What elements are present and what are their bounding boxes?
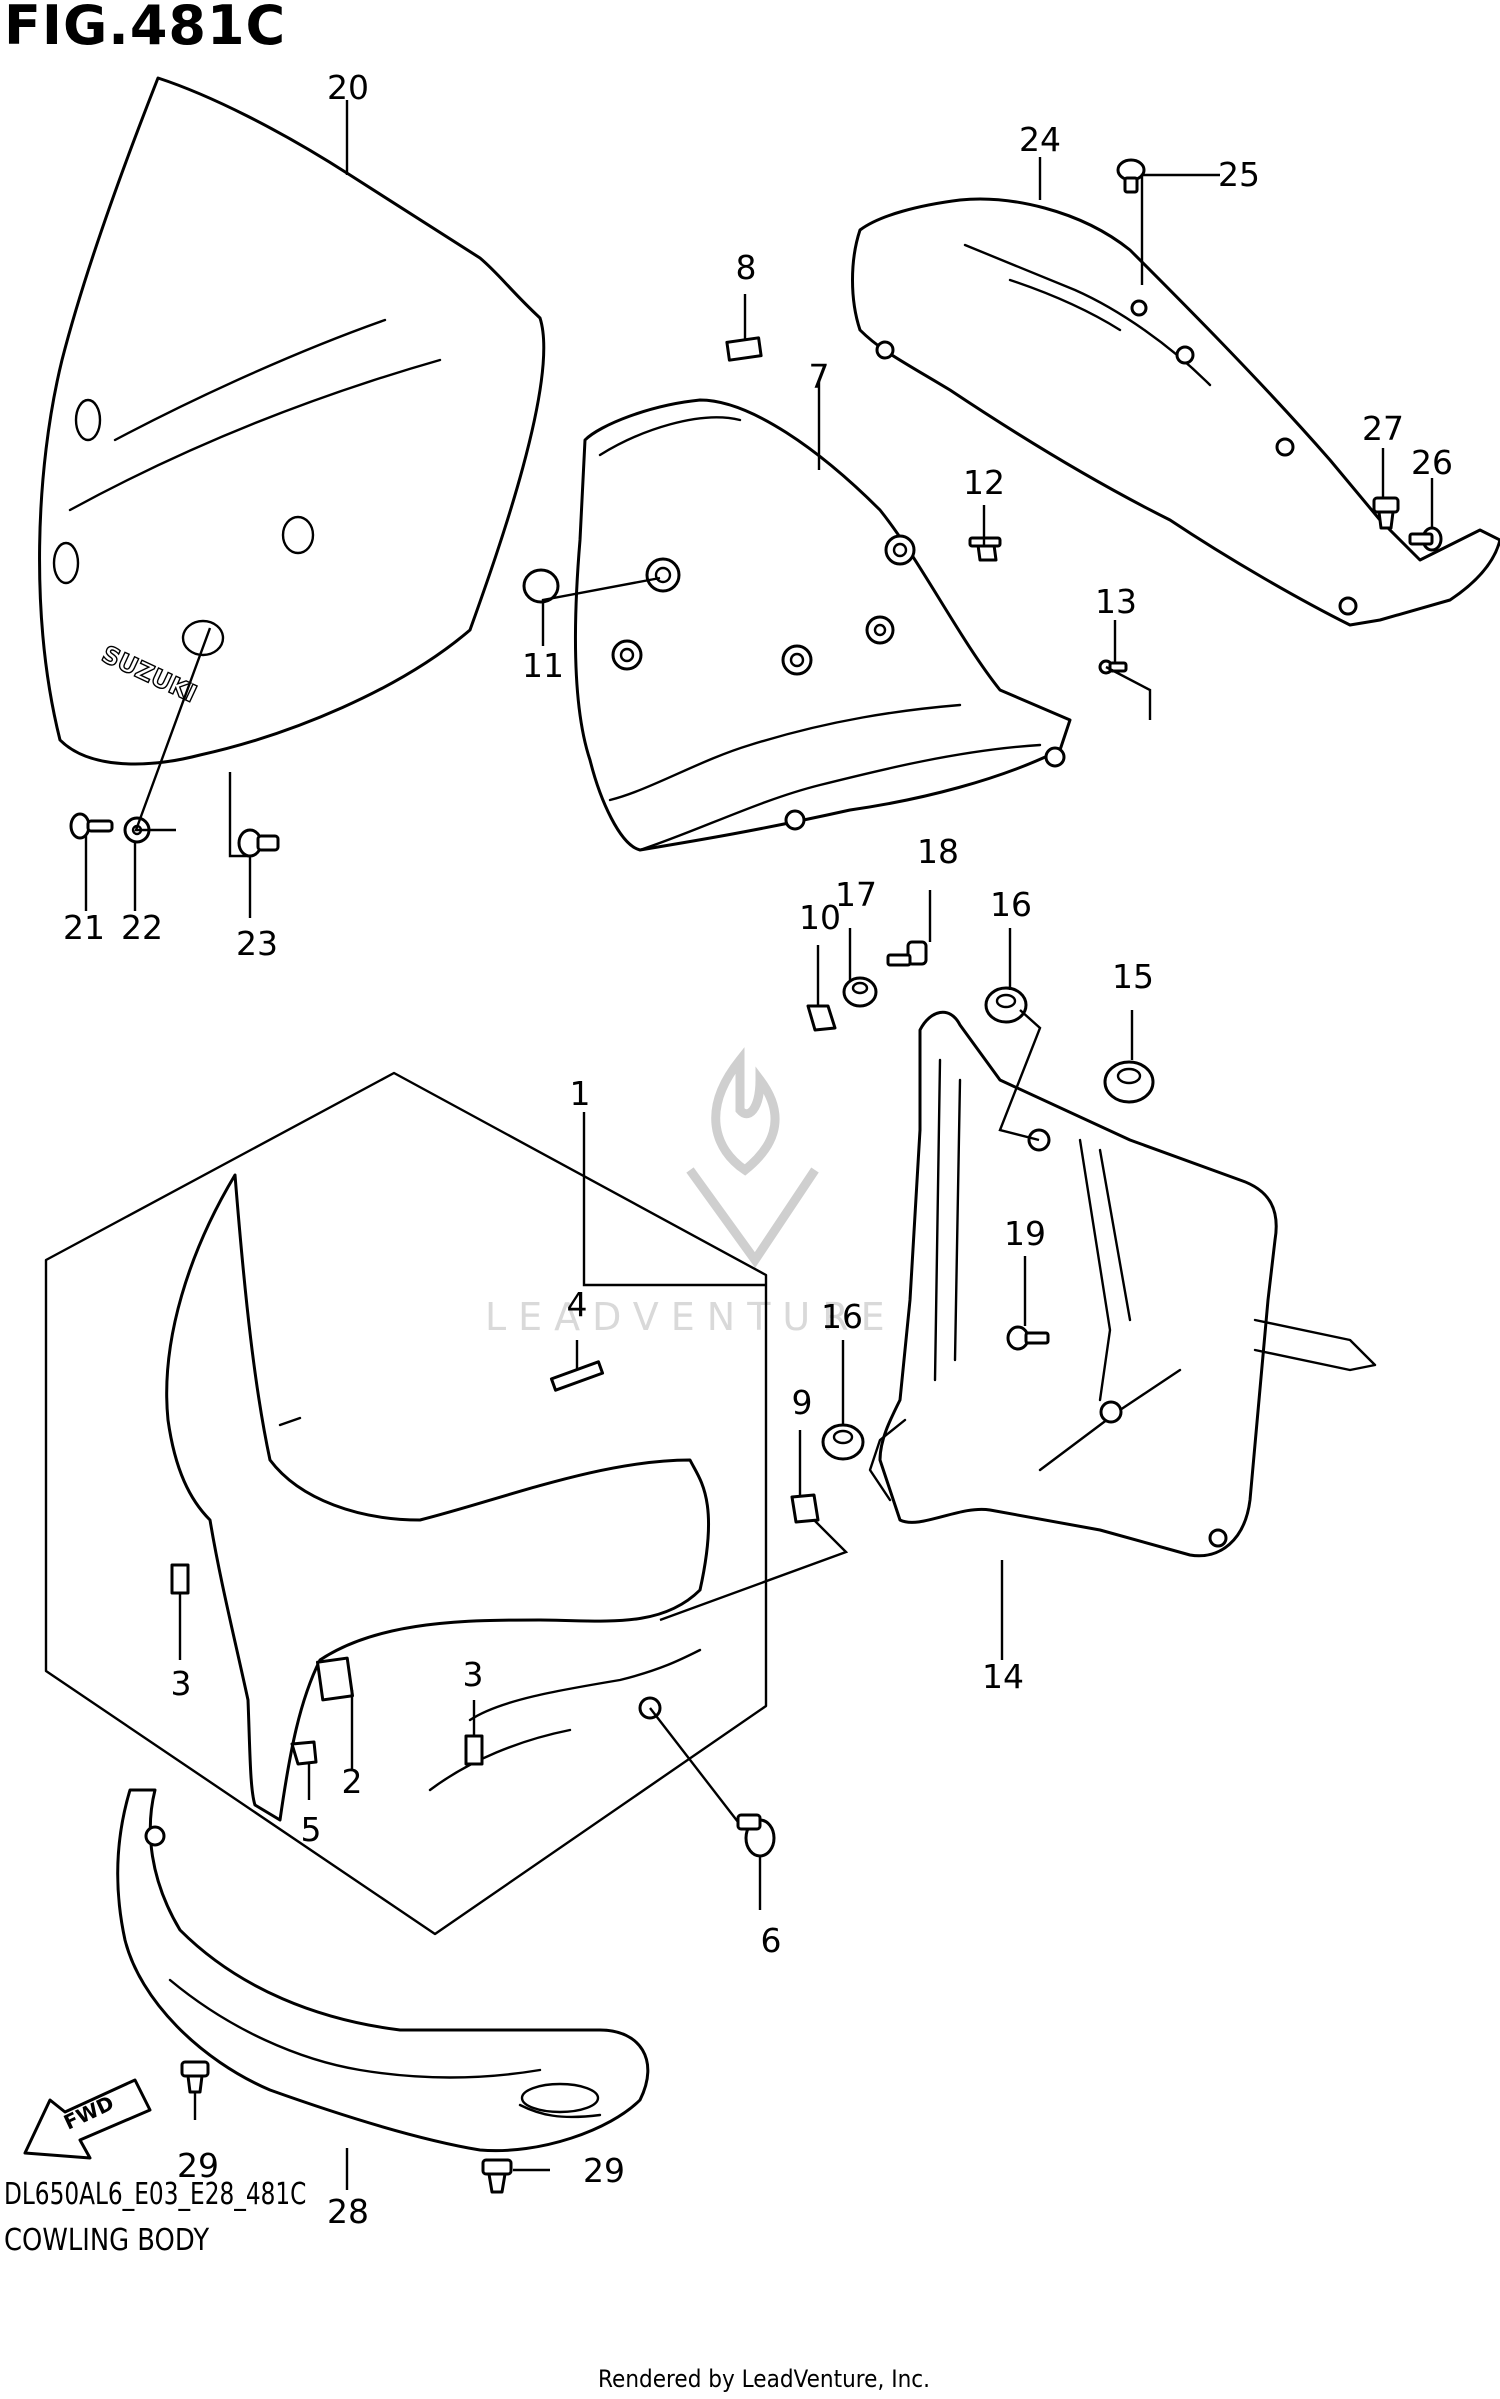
callout-9: 9 [792, 1383, 813, 1422]
figure-name: COWLING BODY [4, 2223, 210, 2258]
screw-13 [1098, 659, 1128, 675]
callout-6: 6 [761, 1921, 782, 1960]
callout-7: 7 [809, 357, 830, 396]
cushion-17 [842, 976, 878, 1008]
screw-25 [1116, 158, 1146, 194]
watermark-logo: LEADVENTURE [485, 1047, 897, 1339]
callout-18: 18 [917, 832, 959, 871]
front-cowling [165, 1173, 711, 1822]
bolt-6 [736, 1813, 776, 1858]
inner-panel [851, 197, 1500, 627]
clip-27 [1372, 496, 1400, 530]
label-3-right [464, 1734, 484, 1766]
callout-21: 21 [63, 908, 105, 947]
callout-26: 26 [1411, 443, 1453, 482]
screw-26 [1408, 526, 1443, 552]
callout-17: 17 [835, 875, 877, 914]
callout-13: 13 [1095, 582, 1137, 621]
nut-10 [806, 1004, 837, 1032]
callout-27: 27 [1362, 409, 1404, 448]
label-4 [549, 1360, 605, 1392]
figure-title: FIG.481C [4, 0, 287, 57]
direction-badge: FWD [23, 2078, 152, 2160]
nut-9 [790, 1493, 820, 1524]
callout-3-right: 3 [463, 1655, 484, 1694]
callout-10: 10 [799, 898, 841, 937]
callout-29-left: 29 [177, 2146, 219, 2185]
callout-19: 19 [1004, 1214, 1046, 1253]
callout-20: 20 [327, 68, 369, 107]
callout-4: 4 [567, 1285, 588, 1324]
callout-15: 15 [1112, 957, 1154, 996]
callout-16-lower: 16 [821, 1297, 863, 1336]
callout-14: 14 [982, 1657, 1024, 1696]
callout-16-upper: 16 [990, 885, 1032, 924]
callout-1: 1 [570, 1074, 591, 1113]
callout-22: 22 [121, 908, 163, 947]
cushion-16-upper [984, 986, 1028, 1024]
bolt-18 [886, 940, 928, 967]
cowling-brace [868, 1010, 1377, 1558]
bolt-21 [69, 812, 114, 840]
callout-23: 23 [236, 924, 278, 963]
figure-code: DL650AL6_E03_E28_481C [4, 2177, 307, 2212]
assembly-frame [44, 1071, 768, 1936]
nut-5 [290, 1740, 318, 1766]
cushion-15 [1103, 1060, 1155, 1104]
callout-12: 12 [963, 463, 1005, 502]
callout-8: 8 [736, 248, 757, 287]
clip-29-right [481, 2158, 513, 2194]
callout-28: 28 [327, 2192, 369, 2231]
callout-5: 5 [301, 1810, 322, 1849]
clip-29-left [180, 2060, 210, 2094]
callout-29-right: 29 [583, 2151, 625, 2190]
callout-3-left: 3 [171, 1664, 192, 1703]
leader-lines [84, 100, 1434, 2190]
inner-cowling [574, 398, 1072, 852]
callout-24: 24 [1019, 120, 1061, 159]
grommet-11 [522, 568, 560, 604]
watermark-text: LEADVENTURE [485, 1295, 897, 1339]
under-cowling [116, 1788, 650, 2153]
label-3-left [170, 1563, 190, 1595]
callout-2: 2 [342, 1762, 363, 1801]
label-2 [316, 1656, 354, 1702]
credit-line: Rendered by LeadVenture, Inc. [598, 2365, 931, 2393]
callout-11: 11 [522, 646, 564, 685]
cushion-16-lower [821, 1423, 865, 1461]
callout-25: 25 [1218, 155, 1260, 194]
nut-23 [237, 828, 280, 858]
windscreen: SUZUKI [38, 76, 546, 766]
callouts: 1 2 3 3 4 5 6 7 8 9 10 11 12 13 14 15 16… [63, 68, 1453, 2231]
bolt-19 [1006, 1325, 1050, 1351]
label-8 [725, 336, 763, 362]
